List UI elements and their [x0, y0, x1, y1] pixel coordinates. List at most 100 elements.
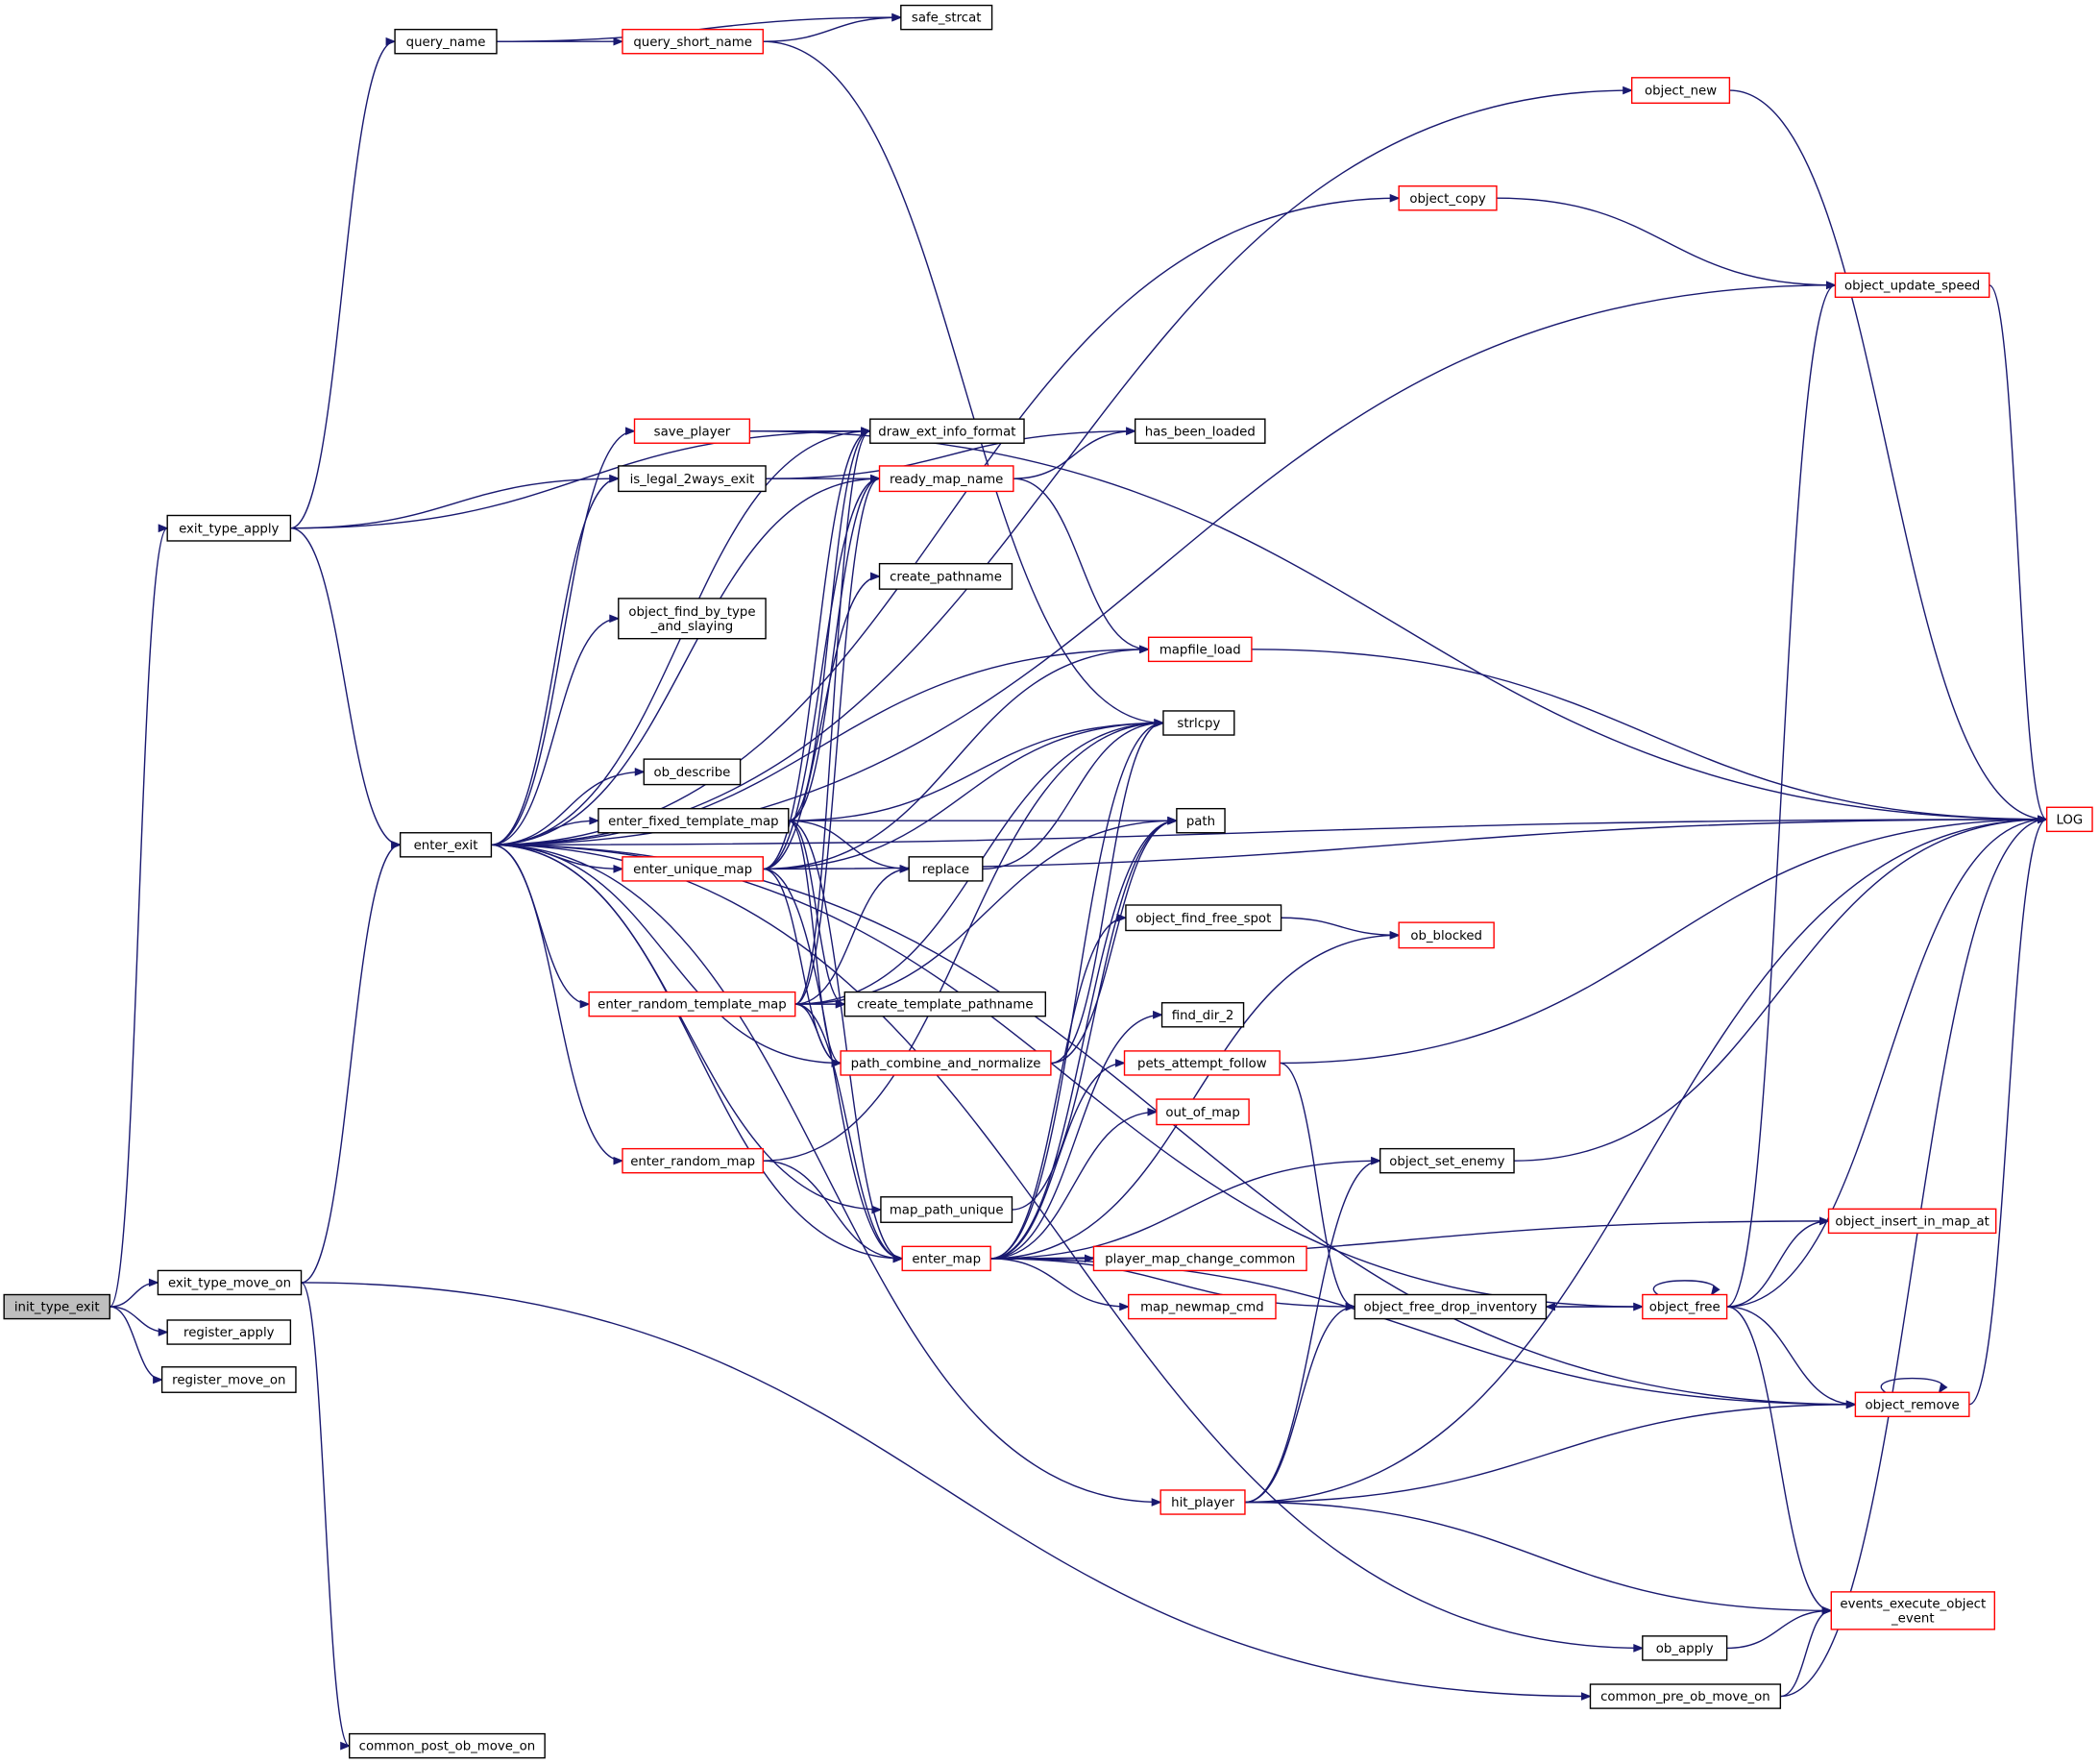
node-register-move-on[interactable]: register_move_on: [160, 1366, 297, 1393]
node-register-apply[interactable]: register_apply: [166, 1319, 292, 1345]
node-object-insert-in-map-at[interactable]: object_insert_in_map_at: [1827, 1208, 1997, 1235]
edge-arrowhead: [899, 865, 911, 873]
node-enter-random-template-map[interactable]: enter_random_template_map: [588, 991, 796, 1017]
edge-arrowhead: [1153, 1010, 1163, 1019]
node-query-name[interactable]: query_name: [394, 28, 498, 55]
node-enter-random-map[interactable]: enter_random_map: [622, 1147, 764, 1174]
edge-line: [990, 820, 1177, 1260]
node-map-newmap-cmd[interactable]: map_newmap_cmd: [1128, 1293, 1277, 1320]
edge-line: [749, 430, 2047, 821]
node-has-been-loaded[interactable]: has_been_loaded: [1134, 418, 1266, 444]
edge-enter_random_map-to-enter_map: [763, 1160, 904, 1263]
edge-enter_exit-to-hit_player: [491, 844, 1162, 1507]
node-label: enter_fixed_template_map: [608, 815, 778, 829]
edge-enter_random_template_map-to-draw_ext_info_format: [794, 427, 872, 1005]
node-label: register_move_on: [172, 1374, 285, 1388]
node-label: init_type_exit: [14, 1301, 100, 1315]
node-safe-strcat[interactable]: safe_strcat: [900, 4, 993, 31]
node-create-template-pathname[interactable]: create_template_pathname: [843, 991, 1047, 1017]
node-box: [901, 1245, 991, 1272]
node-strlcpy[interactable]: strlcpy: [1162, 710, 1235, 736]
node-object-new[interactable]: object_new: [1630, 77, 1731, 104]
node-out-of-map[interactable]: out_of_map: [1156, 1098, 1250, 1126]
edge-mapfile_load-to-LOG: [1251, 649, 2049, 824]
edge-line: [794, 430, 871, 1005]
edge-ready_map_name-to-has_been_loaded: [1013, 427, 1137, 479]
node-events-execute-object-event[interactable]: events_execute_object_event: [1830, 1591, 1996, 1630]
node-object-find-free-spot[interactable]: object_find_free_spot: [1125, 904, 1282, 932]
node-query-short-name[interactable]: query_short_name: [622, 28, 764, 55]
node-init-type-exit[interactable]: init_type_exit: [3, 1293, 110, 1320]
edge-arrowhead: [871, 1205, 883, 1214]
node-ready-map-name[interactable]: ready_map_name: [878, 465, 1014, 493]
node-label: object_set_enemy: [1389, 1155, 1504, 1169]
node-object-free-drop-inventory[interactable]: object_free_drop_inventory: [1354, 1293, 1548, 1320]
edge-line: [491, 197, 1400, 845]
node-player-map-change-common[interactable]: player_map_change_common: [1092, 1245, 1307, 1272]
node-path-combine-and-normalize[interactable]: path_combine_and_normalize: [840, 1050, 1052, 1076]
node-object-free[interactable]: object_free: [1642, 1293, 1728, 1320]
node-label: object_update_speed: [1844, 279, 1980, 293]
node-create-pathname[interactable]: create_pathname: [878, 562, 1013, 590]
edge-object_free-to-object_free: [1652, 1280, 1721, 1296]
node-hit-player[interactable]: hit_player: [1159, 1489, 1246, 1515]
edge-enter_fixed_template_map-to-enter_map: [788, 820, 904, 1263]
node-find-dir-2[interactable]: find_dir_2: [1160, 1002, 1245, 1028]
node-enter-unique-map[interactable]: enter_unique_map: [622, 856, 764, 882]
edge-line: [1013, 430, 1135, 479]
node-mapfile-load[interactable]: mapfile_load: [1147, 636, 1253, 663]
node-ob-describe[interactable]: ob_describe: [643, 758, 742, 786]
edge-query_short_name-to-safe_strcat: [763, 12, 903, 42]
edge-arrowhead: [861, 427, 872, 436]
node-object-set-enemy[interactable]: object_set_enemy: [1379, 1147, 1515, 1174]
edge-enter_exit-to-object_new: [491, 86, 1634, 845]
node-box: [1854, 1391, 1970, 1418]
edge-line: [290, 430, 870, 529]
node-object-update-speed[interactable]: object_update_speed: [1834, 272, 1990, 299]
edge-line: [301, 844, 401, 1284]
edge-line: [763, 722, 1163, 1162]
node-ob-blocked[interactable]: ob_blocked: [1398, 921, 1495, 949]
edge-enter_random_template_map-to-replace: [794, 865, 911, 1005]
edge-line: [788, 820, 910, 870]
node-common-post-ob-move-on[interactable]: common_post_ob_move_on: [349, 1732, 546, 1759]
node-common-pre-ob-move-on[interactable]: common_pre_ob_move_on: [1589, 1683, 1782, 1709]
node-is-legal-2ways-exit[interactable]: is_legal_2ways_exit: [618, 465, 767, 493]
edge-arrowhead: [1938, 1382, 1948, 1394]
edge-arrowhead: [613, 37, 624, 46]
node-object-copy[interactable]: object_copy: [1398, 184, 1498, 211]
node-save-player[interactable]: save_player: [633, 418, 751, 444]
node-ob-apply[interactable]: ob_apply: [1642, 1635, 1728, 1661]
node-replace[interactable]: replace: [908, 856, 984, 882]
node-enter-exit[interactable]: enter_exit: [399, 832, 493, 858]
node-LOG[interactable]: LOG: [2045, 806, 2093, 833]
node-object-remove[interactable]: object_remove: [1854, 1391, 1970, 1418]
node-path[interactable]: path: [1176, 807, 1226, 834]
node-object-find-by-type-and-slaying[interactable]: object_find_by_type_and_slaying: [618, 598, 767, 640]
edge-line: [1726, 284, 1836, 1308]
node-box: [622, 856, 764, 882]
node-box: [843, 991, 1047, 1017]
node-label: enter_random_template_map: [598, 998, 787, 1013]
node-draw-ext-info-format[interactable]: draw_ext_info_format: [869, 418, 1025, 444]
edge-arrowhead: [1545, 1302, 1555, 1311]
edge-arrowhead: [1154, 719, 1165, 727]
node-enter-map[interactable]: enter_map: [901, 1245, 991, 1272]
node-box: [1123, 1050, 1281, 1076]
edge-line: [794, 868, 910, 1005]
edge-arrowhead: [1845, 1400, 1857, 1409]
edge-arrowhead: [1825, 281, 1837, 290]
edge-line: [491, 819, 2047, 845]
node-exit-type-apply[interactable]: exit_type_apply: [166, 514, 292, 542]
node-pets-attempt-follow[interactable]: pets_attempt_follow: [1123, 1050, 1281, 1076]
edge-hit_player-to-object_set_enemy: [1244, 1156, 1382, 1504]
node-exit-type-move-on[interactable]: exit_type_move_on: [157, 1269, 303, 1296]
edge-line: [1989, 284, 2047, 821]
node-map-path-unique[interactable]: map_path_unique: [880, 1196, 1013, 1223]
edge-line: [1652, 1280, 1717, 1296]
node-enter-fixed-template-map[interactable]: enter_fixed_template_map: [598, 807, 790, 834]
node-box: [588, 991, 796, 1017]
edge-enter_random_template_map-to-ready_map_name: [794, 474, 881, 1005]
node-box: [1156, 1098, 1250, 1126]
edge-object_copy-to-object_update_speed: [1496, 197, 1837, 290]
